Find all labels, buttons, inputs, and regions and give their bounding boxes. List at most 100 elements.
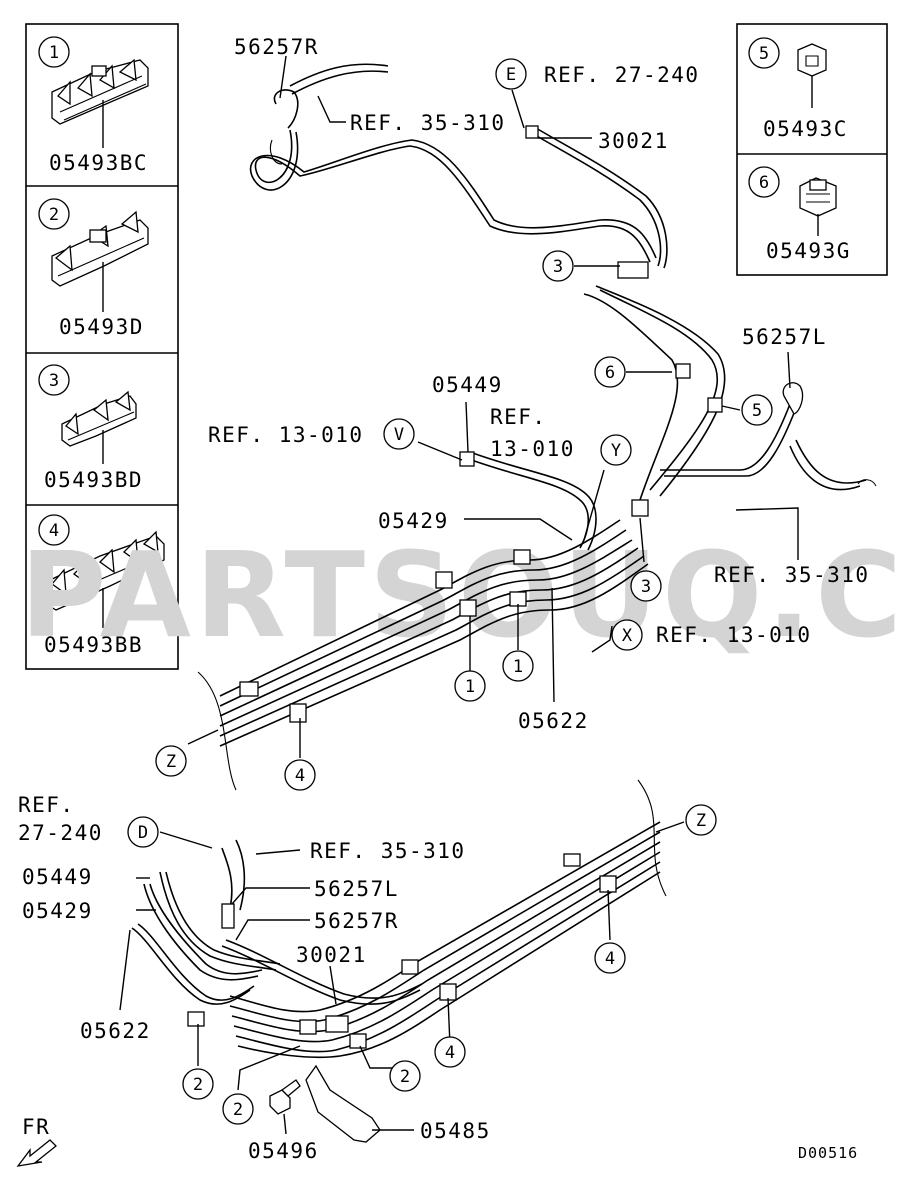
callout-circle xyxy=(155,745,187,777)
part-label[interactable]: 05622 xyxy=(80,1019,151,1043)
ref-label[interactable]: REF. xyxy=(18,793,75,817)
callout-number[interactable]: 4 xyxy=(295,766,305,786)
part-label[interactable]: 56257R xyxy=(234,35,319,59)
callout-number[interactable]: 1 xyxy=(465,677,475,697)
callout-number[interactable]: 1 xyxy=(513,657,523,677)
part-label[interactable]: 05449 xyxy=(22,865,93,889)
part-label[interactable]: 05429 xyxy=(378,509,449,533)
clip-05493bd-icon xyxy=(61,390,137,447)
ref-label[interactable]: REF. 13-010 xyxy=(208,423,364,447)
callout-circle xyxy=(383,418,415,450)
bolt-05496-icon xyxy=(269,1079,301,1115)
legend-index-circle xyxy=(38,198,70,230)
clip-icon xyxy=(631,499,649,517)
callout-number[interactable]: 4 xyxy=(445,1043,455,1063)
clip-05493d-icon xyxy=(51,210,149,287)
callout-circle xyxy=(434,1036,466,1068)
clip-05493g-icon xyxy=(799,177,837,217)
callout-number[interactable]: 2 xyxy=(193,1075,203,1095)
legend-code: 05493C xyxy=(763,117,848,141)
callout-circle xyxy=(600,434,632,466)
legend-item-4[interactable]: 4 05493BB xyxy=(38,514,165,657)
legend-item-2[interactable]: 2 05493D xyxy=(38,198,149,339)
legend-index-circle xyxy=(38,364,70,396)
legend-item-6[interactable]: 6 05493G xyxy=(748,166,851,263)
part-label[interactable]: 05429 xyxy=(22,899,93,923)
front-arrow-icon xyxy=(16,1139,57,1167)
clip-icon xyxy=(617,261,649,279)
callout-circle xyxy=(611,619,643,651)
clip-icon xyxy=(599,875,617,893)
callout-number[interactable]: 2 xyxy=(400,1067,410,1087)
ref-label[interactable]: REF. 27-240 xyxy=(544,63,700,87)
part-label[interactable]: 05449 xyxy=(432,373,503,397)
hose-end-icon xyxy=(221,903,235,929)
clip-icon xyxy=(289,703,307,723)
clip-icon xyxy=(239,681,259,697)
ref-label[interactable]: REF. 13-010 xyxy=(656,623,812,647)
legend-item-1[interactable]: 1 05493BC xyxy=(38,36,149,175)
callout-number[interactable]: 5 xyxy=(752,401,762,421)
callout-number[interactable]: 4 xyxy=(605,949,615,969)
legend-index: 1 xyxy=(49,43,59,63)
clip-icon xyxy=(439,983,457,1001)
part-label[interactable]: 05485 xyxy=(420,1119,491,1143)
callout-circle xyxy=(454,670,486,702)
callout-letter[interactable]: Z xyxy=(696,811,706,831)
ref-label[interactable]: REF. xyxy=(490,405,547,429)
clip-icon xyxy=(187,1011,205,1027)
legend-index: 5 xyxy=(759,44,769,64)
callout-circle xyxy=(542,250,574,282)
legend-index: 6 xyxy=(759,173,769,193)
callout-circle xyxy=(495,58,527,90)
callout-circle xyxy=(389,1060,421,1092)
callout-number[interactable]: 3 xyxy=(553,257,563,277)
legend-item-5[interactable]: 5 05493C xyxy=(748,37,848,141)
clip-icon xyxy=(675,363,691,379)
part-label[interactable]: 05496 xyxy=(248,1139,319,1163)
legend-index: 2 xyxy=(49,205,59,225)
legend-index: 3 xyxy=(49,371,59,391)
legend-code: 05493BD xyxy=(44,468,143,492)
part-label[interactable]: 30021 xyxy=(598,129,669,153)
callout-circle xyxy=(630,570,662,602)
callout-letter[interactable]: E xyxy=(506,65,516,85)
legend-code: 05493BB xyxy=(44,633,143,657)
callout-number[interactable]: 6 xyxy=(605,363,615,383)
callout-circle xyxy=(594,356,626,388)
callout-number[interactable]: 3 xyxy=(641,577,651,597)
callout-letter[interactable]: Y xyxy=(611,441,621,461)
fr-label: FR xyxy=(22,1115,50,1139)
part-label[interactable]: 56257L xyxy=(742,325,827,349)
ref-label[interactable]: REF. 35-310 xyxy=(714,563,870,587)
part-label[interactable]: 05622 xyxy=(518,709,589,733)
ref-label[interactable]: REF. 35-310 xyxy=(350,111,506,135)
legend-code: 05493D xyxy=(59,315,144,339)
ref-label[interactable]: 27-240 xyxy=(18,821,103,845)
ref-label[interactable]: 13-010 xyxy=(490,437,575,461)
callout-letter[interactable]: X xyxy=(622,626,633,646)
legend-index: 4 xyxy=(49,521,59,541)
legend-right: 5 05493C 6 05493G xyxy=(736,23,888,276)
legend-index-circle xyxy=(748,166,780,198)
legend-code: 05493G xyxy=(766,239,851,263)
callout-circle xyxy=(741,394,773,426)
part-label[interactable]: 56257L xyxy=(314,877,399,901)
part-label[interactable]: 30021 xyxy=(296,943,367,967)
clip-icon xyxy=(401,959,419,975)
ref-label[interactable]: REF. 35-310 xyxy=(310,839,466,863)
clip-icon xyxy=(325,1015,349,1033)
callout-number[interactable]: 2 xyxy=(233,1100,243,1120)
clip-icon xyxy=(563,853,581,867)
part-label[interactable]: 56257R xyxy=(314,909,399,933)
legend-item-3[interactable]: 3 05493BD xyxy=(38,364,143,492)
clip-icon xyxy=(349,1033,367,1049)
callout-circle xyxy=(594,942,626,974)
callout-letter[interactable]: Z xyxy=(166,752,176,772)
callout-letter[interactable]: D xyxy=(138,823,148,843)
callout-circle xyxy=(284,759,316,791)
clip-icon xyxy=(435,571,453,589)
legend-index-circle xyxy=(38,514,70,546)
callout-letter[interactable]: V xyxy=(394,425,404,445)
callout-circle xyxy=(685,804,717,836)
